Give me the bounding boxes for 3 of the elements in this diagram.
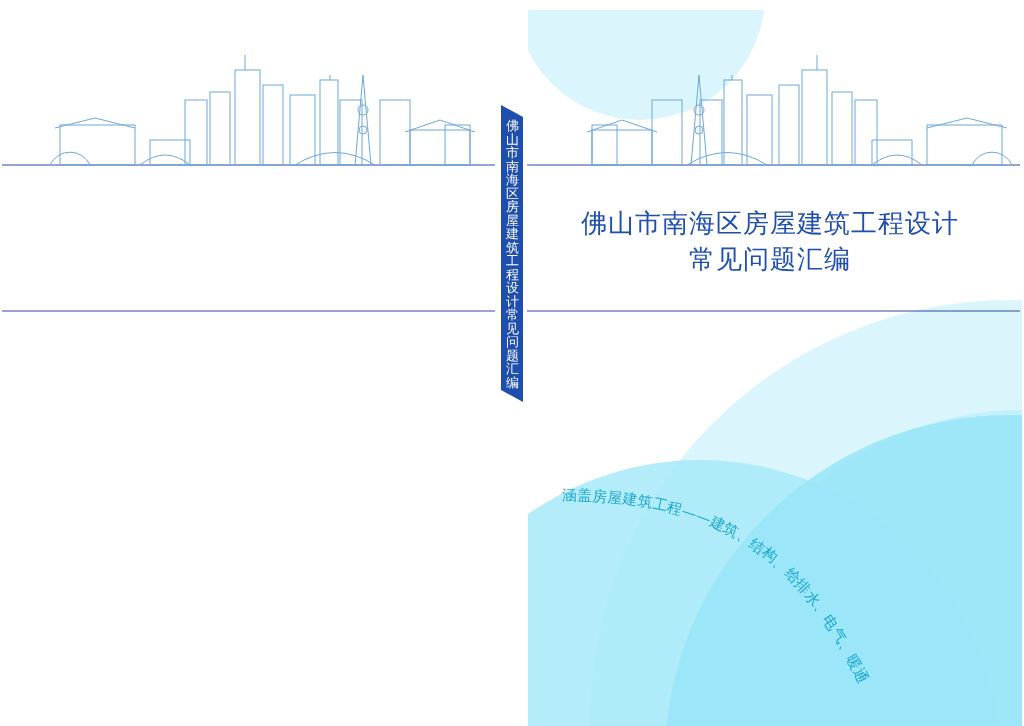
subtitle-text: 涵盖房屋建筑工程——建筑、结构、给排水、电气、暖通 — [562, 485, 873, 686]
title-text: 佛山市南海区房屋建筑工程设计常见问题汇编 — [580, 207, 960, 276]
spine-band: 佛山市南海区房屋建筑工程设计常见问题汇编 — [501, 105, 523, 402]
